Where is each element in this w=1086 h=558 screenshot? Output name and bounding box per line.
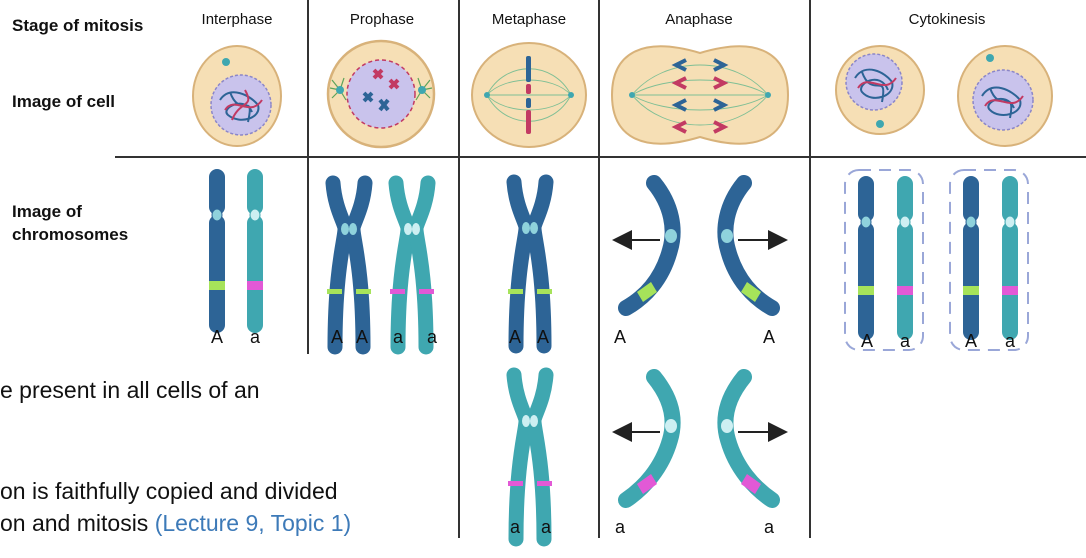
allele-label: a [392, 327, 403, 347]
allele-label: a [509, 517, 520, 537]
allele-label: A [613, 327, 626, 347]
allele-label: A [860, 331, 873, 351]
allele-label: a [249, 327, 260, 347]
cytokinesis-chromosome-a-2 [1001, 175, 1019, 341]
row-label-cell: Image of cell [12, 92, 115, 111]
allele-label: A [536, 327, 549, 347]
metaphase-chromosome-A [508, 182, 552, 346]
cytokinesis-chromosome-a-1 [896, 175, 914, 341]
anaphase-cell [610, 45, 790, 145]
interphase-cell [192, 45, 282, 147]
allele-label: A [355, 327, 368, 347]
header-anaphase: Anaphase [665, 11, 733, 28]
lecture-reference-link[interactable]: (Lecture 9, Topic 1) [154, 510, 352, 536]
header-cytokinesis: Cytokinesis [908, 11, 986, 28]
body-text-line-3-prefix: on and mitosis [0, 510, 155, 536]
header-prophase: Prophase [349, 11, 415, 28]
metaphase-cell [471, 42, 587, 148]
centrosome-icon [222, 58, 230, 66]
allele-label: a [614, 517, 625, 537]
interphase-chromosome-A [208, 168, 226, 334]
daughter-cell-box-1 [844, 169, 924, 351]
prophase-cell [326, 39, 436, 149]
allele-label: a [763, 517, 774, 537]
allele-label: a [540, 517, 551, 537]
row-label-chromosomes-1: Image of [12, 202, 82, 221]
cytokinesis-chromosome-A-1 [857, 175, 875, 341]
prophase-chromosome-A [327, 183, 371, 347]
body-text-line-1: e present in all cells of an [0, 377, 260, 403]
allele-label: a [1004, 331, 1015, 351]
body-text-line-3: on and mitosis (Lecture 9, Topic 1) [0, 510, 351, 537]
cytokinesis-cell-2 [957, 45, 1053, 147]
metaphase-chromosome-a [508, 375, 552, 539]
anaphase-chromatid-a-left [618, 369, 681, 508]
daughter-cell-box-2 [949, 169, 1029, 351]
prophase-chromosome-a [390, 183, 434, 347]
body-text-line-2: on is faithfully copied and divided [0, 478, 338, 504]
header-interphase: Interphase [201, 11, 273, 28]
anaphase-chromatid-a-right [717, 369, 780, 508]
allele-label: a [426, 327, 437, 347]
allele-label: a [899, 331, 910, 351]
cytokinesis-cell-1 [835, 45, 925, 135]
cytokinesis-chromosome-A-2 [962, 175, 980, 341]
header-metaphase: Metaphase [491, 11, 567, 28]
allele-label: A [508, 327, 521, 347]
allele-label: A [330, 327, 343, 347]
row-label-chromosomes-2: chromosomes [12, 225, 129, 244]
row-label-stage: Stage of mitosis [12, 16, 144, 35]
grid-lines [115, 0, 1086, 538]
allele-label: A [210, 327, 223, 347]
anaphase-chromatid-A-right [717, 175, 780, 316]
allele-label: A [964, 331, 977, 351]
interphase-chromosome-a [246, 168, 264, 334]
anaphase-chromatid-A-left [618, 175, 681, 316]
allele-label: A [762, 327, 775, 347]
